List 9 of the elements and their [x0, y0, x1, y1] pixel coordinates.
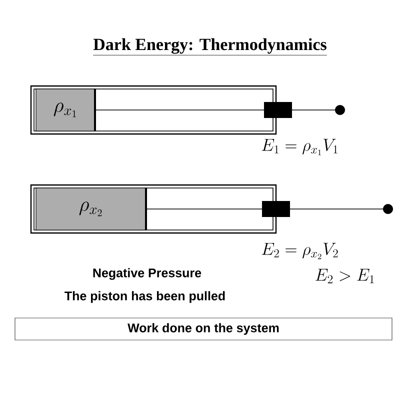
text-box: Work done on the system: [14, 318, 392, 340]
gas-region: $\rho_{x_2}$: [36, 188, 147, 230]
caption: Negative Pressure: [93, 268, 202, 280]
equation: $E_2 > E_1$: [316, 268, 374, 284]
gas-region: $\rho_{x_1}$: [36, 88, 96, 132]
title: Dark Energy: Thermodynamics: [92, 38, 328, 56]
equation: $E_1 = \rho_{x_1} V_1$: [262, 138, 338, 156]
caption: The piston has been pulled: [64, 291, 225, 303]
equation: $E_2 = \rho_{x_2} V_2$: [262, 242, 338, 260]
